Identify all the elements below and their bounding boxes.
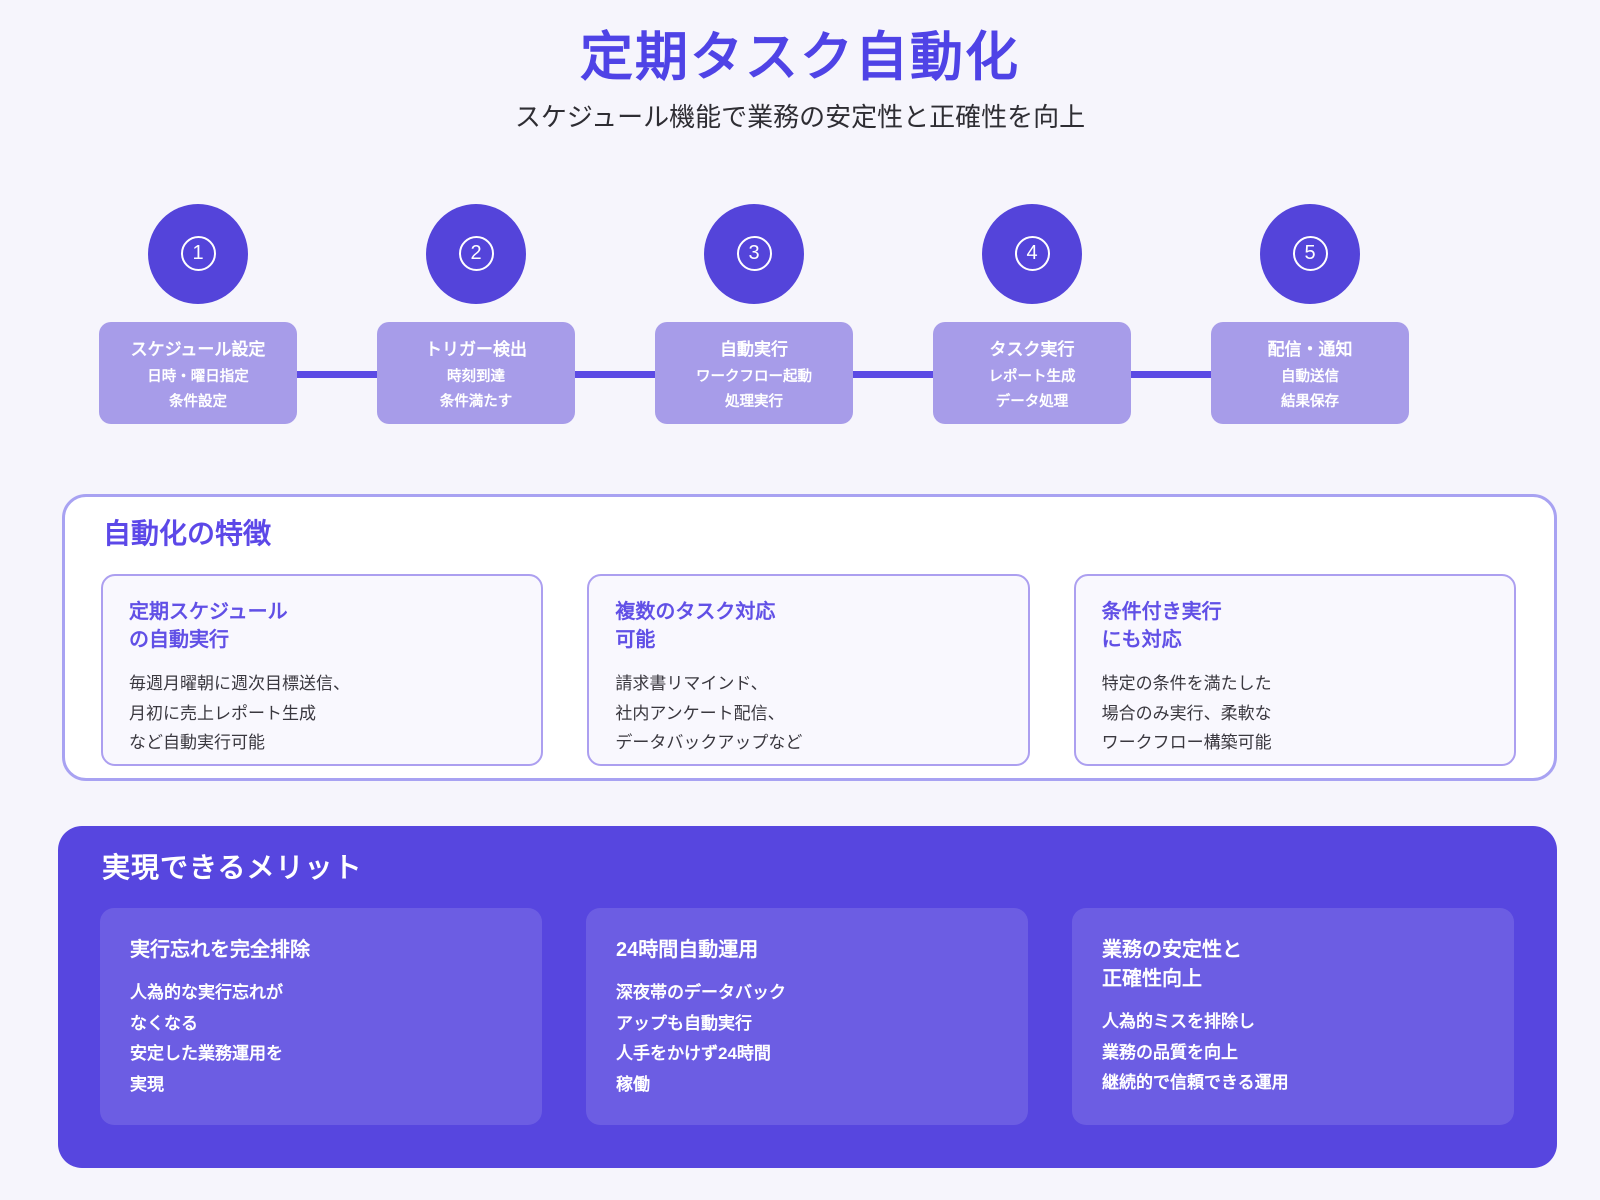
step-5-card: 配信・通知 自動送信 結果保存	[1211, 321, 1409, 424]
benefit-card-2-body: 深夜帯のデータバック アップも自動実行 人手をかけず24時間 稼働	[616, 982, 786, 1095]
step-1-circle: 1	[148, 203, 248, 304]
steps-row: 1 スケジュール設定 日時・曜日指定 条件設定 2 トリガー検出 時刻到達 条件…	[99, 203, 1409, 424]
step-1-number-badge: 1	[180, 236, 216, 272]
step-4-card: タスク実行 レポート生成 データ処理	[933, 321, 1131, 424]
step-3-number-badge: 3	[736, 236, 772, 272]
benefit-card-1-body: 人為的な実行忘れが なくなる 安定した業務運用を 実現	[130, 982, 283, 1095]
step-2: 2 トリガー検出 時刻到達 条件満たす	[377, 203, 575, 424]
benefits-heading: 実現できるメリット	[102, 851, 363, 883]
page-title: 定期タスク自動化	[580, 28, 1020, 87]
page-subtitle: スケジュール機能で業務の安定性と正確性を向上	[514, 101, 1086, 132]
step-3-details: ワークフロー起動 処理実行	[696, 368, 812, 410]
step-5-details: 自動送信 結果保存	[1281, 368, 1339, 410]
step-2-circle: 2	[426, 203, 526, 304]
steps-flow: 1 スケジュール設定 日時・曜日指定 条件設定 2 トリガー検出 時刻到達 条件…	[0, 203, 1600, 426]
step-4-details: レポート生成 データ処理	[988, 368, 1076, 410]
benefit-card-1: 実行忘れを完全排除 人為的な実行忘れが なくなる 安定した業務運用を 実現	[100, 907, 542, 1125]
benefit-card-3-title: 業務の安定性と 正確性向上	[1102, 938, 1242, 990]
step-2-title: トリガー検出	[425, 339, 527, 359]
step-1-title: スケジュール設定	[130, 339, 266, 359]
step-5-title: 配信・通知	[1267, 339, 1353, 359]
benefit-card-3-body: 人為的ミスを排除し 業務の品質を向上 継続的で信頼できる運用	[1102, 1011, 1289, 1093]
feature-card-1: 定期スケジュール の自動実行 毎週月曜朝に週次目標送信、 月初に売上レポート生成…	[101, 573, 544, 766]
feature-card-1-body: 毎週月曜朝に週次目標送信、 月初に売上レポート生成 など自動実行可能	[129, 674, 350, 752]
features-section: 自動化の特徴 定期スケジュール の自動実行 毎週月曜朝に週次目標送信、 月初に売…	[62, 493, 1557, 781]
step-4-circle: 4	[982, 203, 1082, 304]
step-4-title: タスク実行	[989, 339, 1075, 359]
step-4-number-badge: 4	[1014, 236, 1050, 272]
step-3-circle: 3	[704, 203, 804, 304]
features-heading: 自動化の特徴	[103, 517, 272, 549]
feature-card-3: 条件付き実行 にも対応 特定の条件を満たした 場合のみ実行、柔軟な ワークフロー…	[1073, 573, 1516, 766]
step-3-title: 自動実行	[720, 339, 788, 359]
features-cards-row: 定期スケジュール の自動実行 毎週月曜朝に週次目標送信、 月初に売上レポート生成…	[101, 573, 1516, 766]
step-5-number-badge: 5	[1292, 236, 1328, 272]
step-5-circle: 5	[1260, 203, 1360, 304]
benefit-card-2: 24時間自動運用 深夜帯のデータバック アップも自動実行 人手をかけず24時間 …	[586, 907, 1028, 1125]
feature-card-3-body: 特定の条件を満たした 場合のみ実行、柔軟な ワークフロー構築可能	[1101, 674, 1272, 752]
benefits-cards-row: 実行忘れを完全排除 人為的な実行忘れが なくなる 安定した業務運用を 実現 24…	[100, 907, 1514, 1125]
step-1: 1 スケジュール設定 日時・曜日指定 条件設定	[99, 203, 297, 424]
feature-card-2-body: 請求書リマインド、 社内アンケート配信、 データバックアップなど	[615, 674, 803, 752]
step-2-card: トリガー検出 時刻到達 条件満たす	[377, 321, 575, 424]
page-header: 定期タスク自動化 スケジュール機能で業務の安定性と正確性を向上	[0, 0, 1600, 134]
benefits-section: 実現できるメリット 実行忘れを完全排除 人為的な実行忘れが なくなる 安定した業…	[58, 825, 1557, 1168]
feature-card-2-title: 複数のタスク対応 可能	[615, 600, 776, 651]
step-2-details: 時刻到達 条件満たす	[439, 368, 513, 410]
benefit-card-3: 業務の安定性と 正確性向上 人為的ミスを排除し 業務の品質を向上 継続的で信頼で…	[1072, 907, 1514, 1125]
step-1-details: 日時・曜日指定 条件設定	[147, 368, 249, 410]
feature-card-3-title: 条件付き実行 にも対応	[1101, 600, 1222, 651]
step-2-number-badge: 2	[458, 236, 494, 272]
step-5: 5 配信・通知 自動送信 結果保存	[1211, 203, 1409, 424]
benefit-card-1-title: 実行忘れを完全排除	[130, 938, 310, 961]
step-4: 4 タスク実行 レポート生成 データ処理	[933, 203, 1131, 424]
feature-card-1-title: 定期スケジュール の自動実行	[129, 600, 288, 651]
step-1-card: スケジュール設定 日時・曜日指定 条件設定	[99, 321, 297, 424]
step-3-card: 自動実行 ワークフロー起動 処理実行	[655, 321, 853, 424]
feature-card-2: 複数のタスク対応 可能 請求書リマインド、 社内アンケート配信、 データバックア…	[587, 573, 1030, 766]
benefit-card-2-title: 24時間自動運用	[616, 938, 759, 961]
step-3: 3 自動実行 ワークフロー起動 処理実行	[655, 203, 853, 424]
